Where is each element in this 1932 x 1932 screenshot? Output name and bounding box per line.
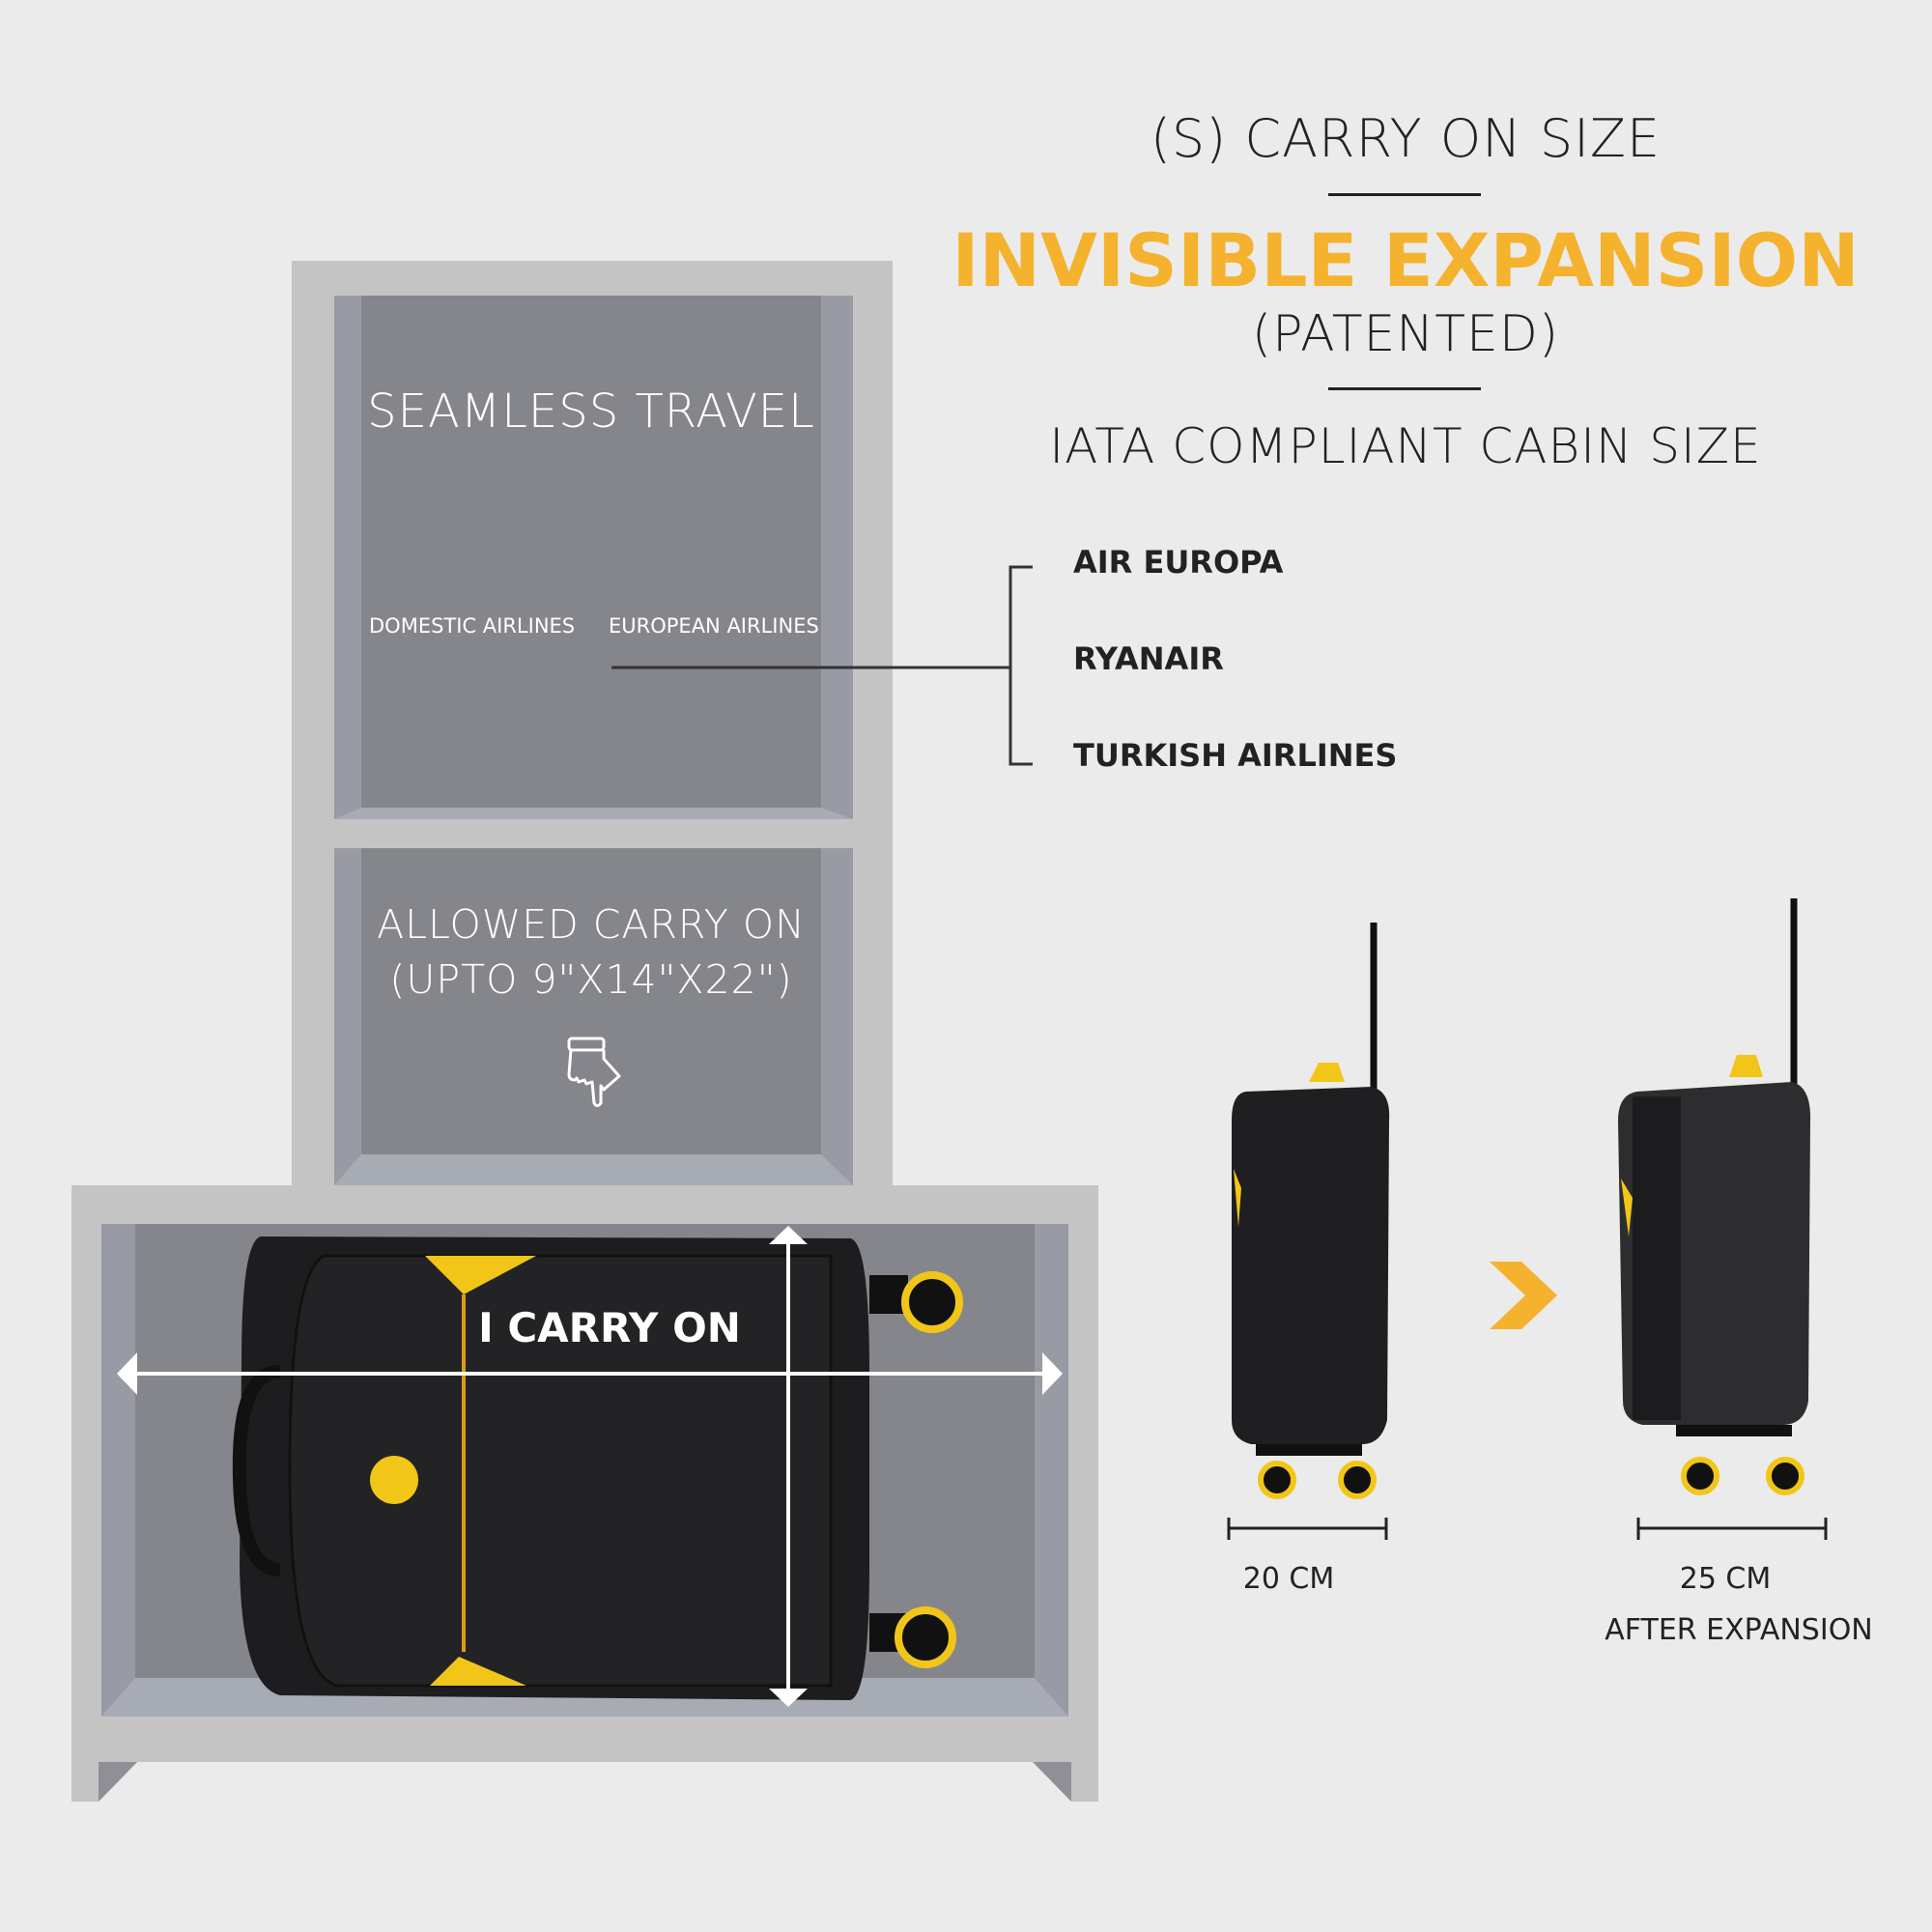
top-shelf-title: SEAMLESS TRAVEL bbox=[367, 384, 815, 439]
arrow-up-icon bbox=[769, 1226, 808, 1244]
chevron-right-icon bbox=[1490, 1262, 1557, 1329]
arrow-down-icon bbox=[769, 1689, 808, 1707]
carry-on-label: I CARRY ON bbox=[478, 1304, 741, 1351]
allowed-carry-on-title: ALLOWED CARRY ON bbox=[377, 901, 806, 948]
airline-bracket bbox=[611, 565, 1033, 766]
divider bbox=[1328, 387, 1481, 390]
after-expansion-label: AFTER EXPANSION bbox=[1605, 1613, 1873, 1647]
feature-note: (PATENTED) bbox=[1251, 305, 1560, 363]
feature-title: INVISIBLE EXPANSION bbox=[952, 217, 1860, 303]
hand-pointing-down-icon bbox=[567, 1037, 621, 1107]
allowed-dimensions: (UPTO 9"X14"X22") bbox=[389, 956, 793, 1003]
airline-item: RYANAIR bbox=[1073, 640, 1224, 677]
divider bbox=[1328, 193, 1481, 196]
domestic-airlines-label: DOMESTIC AIRLINES bbox=[369, 614, 576, 638]
arrow-left-icon bbox=[117, 1352, 137, 1395]
width-dimension-after bbox=[1636, 1518, 1828, 1540]
suitcase-after bbox=[1618, 898, 1811, 1495]
suitcase-before bbox=[1232, 923, 1390, 1499]
arrow-right-icon bbox=[1042, 1352, 1063, 1395]
compliance-label: IATA COMPLIANT CABIN SIZE bbox=[1049, 418, 1762, 474]
airline-item: TURKISH AIRLINES bbox=[1073, 737, 1398, 774]
size-label: (S) CARRY ON SIZE bbox=[1150, 108, 1662, 169]
after-width-label: 25 CM bbox=[1679, 1562, 1772, 1596]
width-dimension-before bbox=[1227, 1518, 1388, 1540]
before-width-label: 20 CM bbox=[1242, 1562, 1335, 1596]
airline-item: AIR EUROPA bbox=[1073, 544, 1284, 581]
european-airlines-label: EUROPEAN AIRLINES bbox=[609, 614, 819, 638]
